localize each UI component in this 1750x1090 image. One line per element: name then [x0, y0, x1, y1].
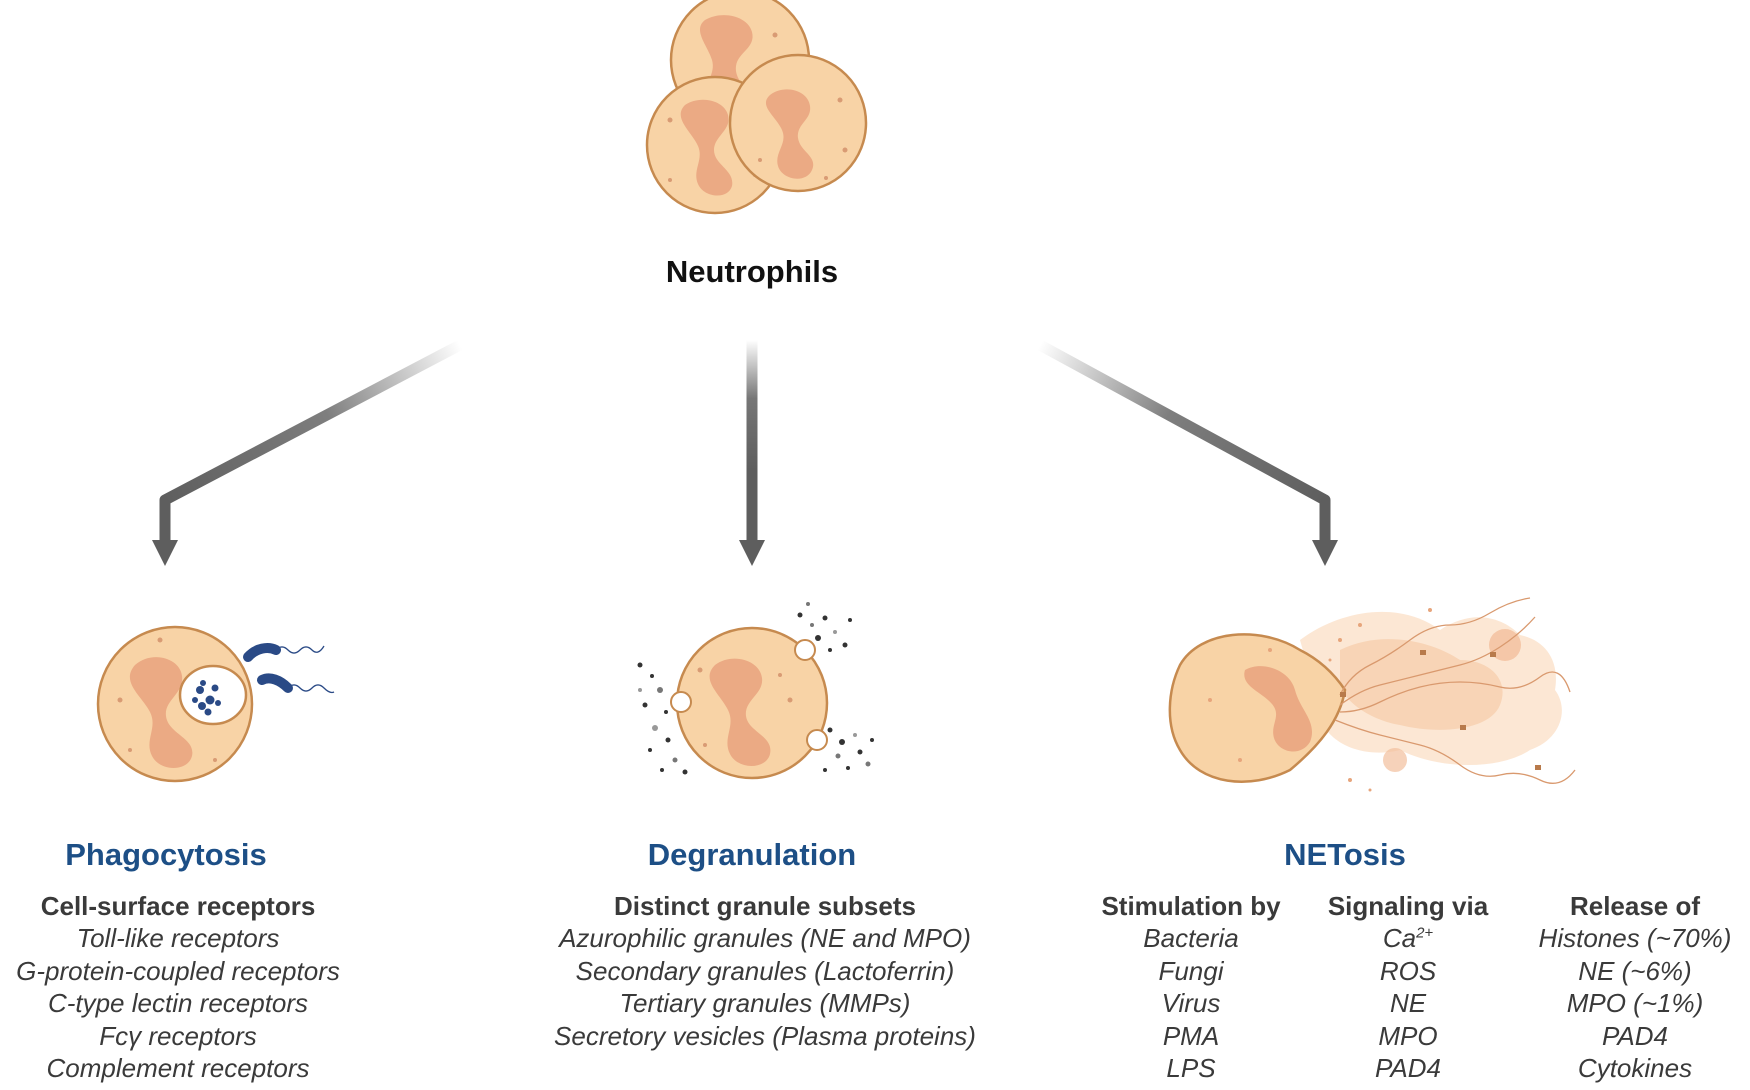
list-item: LPS — [1166, 1053, 1216, 1083]
list-item: NE (~6%) — [1578, 955, 1692, 986]
degranulation-title: Degranulation — [647, 837, 857, 872]
list-item: ROS — [1379, 955, 1437, 986]
bacteria-icon — [243, 643, 335, 694]
list-item: Tertiary granules (MMPs) — [619, 988, 911, 1018]
list-item: Histones (~70%) — [1538, 923, 1732, 953]
phagocytosis-title: Phagocytosis — [65, 837, 267, 872]
netosis-title: NETosis — [1284, 837, 1406, 872]
list-item: PAD4 — [1375, 1053, 1441, 1083]
list-item: NE — [1389, 988, 1427, 1018]
netosis-release-list: Release of Histones (~70%) NE (~6%) MPO … — [1539, 890, 1732, 1085]
list-item: Bacteria — [1143, 923, 1239, 953]
list-item: Fungi — [1158, 955, 1224, 986]
root-title: Neutrophils — [665, 254, 839, 289]
list-item: Secondary granules (Lactoferrin) — [575, 955, 955, 986]
calcium-label: Ca — [1382, 923, 1417, 953]
list-item: Secretory vesicles (Plasma proteins) — [554, 1020, 976, 1051]
list-item: Ca2+ — [1328, 922, 1488, 955]
degranulation-granule-list: Distinct granule subsets Azurophilic gra… — [554, 890, 976, 1052]
list-item: MPO (~1%) — [1566, 988, 1704, 1018]
netosis-signaling-list: Signaling via Ca2+ ROS NE MPO PAD4 — [1328, 890, 1488, 1085]
column-heading: Distinct granule subsets — [614, 891, 916, 921]
list-item: Azurophilic granules (NE and MPO) — [559, 923, 971, 953]
list-item: Fcγ receptors — [99, 1020, 257, 1051]
arrow-to-phagocytosis — [152, 340, 463, 566]
net-dust — [1208, 608, 1432, 792]
list-item: Toll-like receptors — [76, 923, 280, 953]
list-item: C-type lectin receptors — [47, 988, 309, 1018]
list-item: Complement receptors — [46, 1053, 310, 1083]
netosis-stimulation-list: Stimulation by Bacteria Fungi Virus PMA … — [1101, 890, 1280, 1085]
column-heading: Signaling via — [1327, 891, 1489, 921]
netosis-cell-icon — [1168, 597, 1576, 792]
list-item: Cytokines — [1577, 1053, 1693, 1083]
net-nodes — [1340, 650, 1541, 770]
list-item: PMA — [1162, 1020, 1220, 1051]
list-item: PAD4 — [1601, 1020, 1668, 1051]
degranulation-cell-icon — [637, 602, 874, 780]
column-heading: Stimulation by — [1101, 891, 1281, 921]
phagocytosis-receptor-list: Cell-surface receptors Toll-like recepto… — [16, 890, 340, 1085]
neutrophil-cluster-icon — [645, 0, 868, 215]
list-item: MPO — [1378, 1020, 1438, 1051]
phagosome — [178, 664, 248, 726]
granule-release-dots — [637, 602, 874, 775]
list-item: G-protein-coupled receptors — [16, 955, 340, 986]
arrow-to-degranulation — [739, 340, 765, 566]
column-heading: Cell-surface receptors — [40, 891, 316, 921]
chromatin-fibers — [1334, 597, 1576, 784]
neutrophil-cell-right — [728, 53, 868, 193]
list-item: Virus — [1161, 988, 1221, 1018]
column-heading: Release of — [1569, 891, 1701, 921]
arrow-to-netosis — [1037, 340, 1338, 566]
calcium-charge: 2+ — [1416, 924, 1434, 942]
phagocytosis-cell-icon — [96, 625, 335, 783]
